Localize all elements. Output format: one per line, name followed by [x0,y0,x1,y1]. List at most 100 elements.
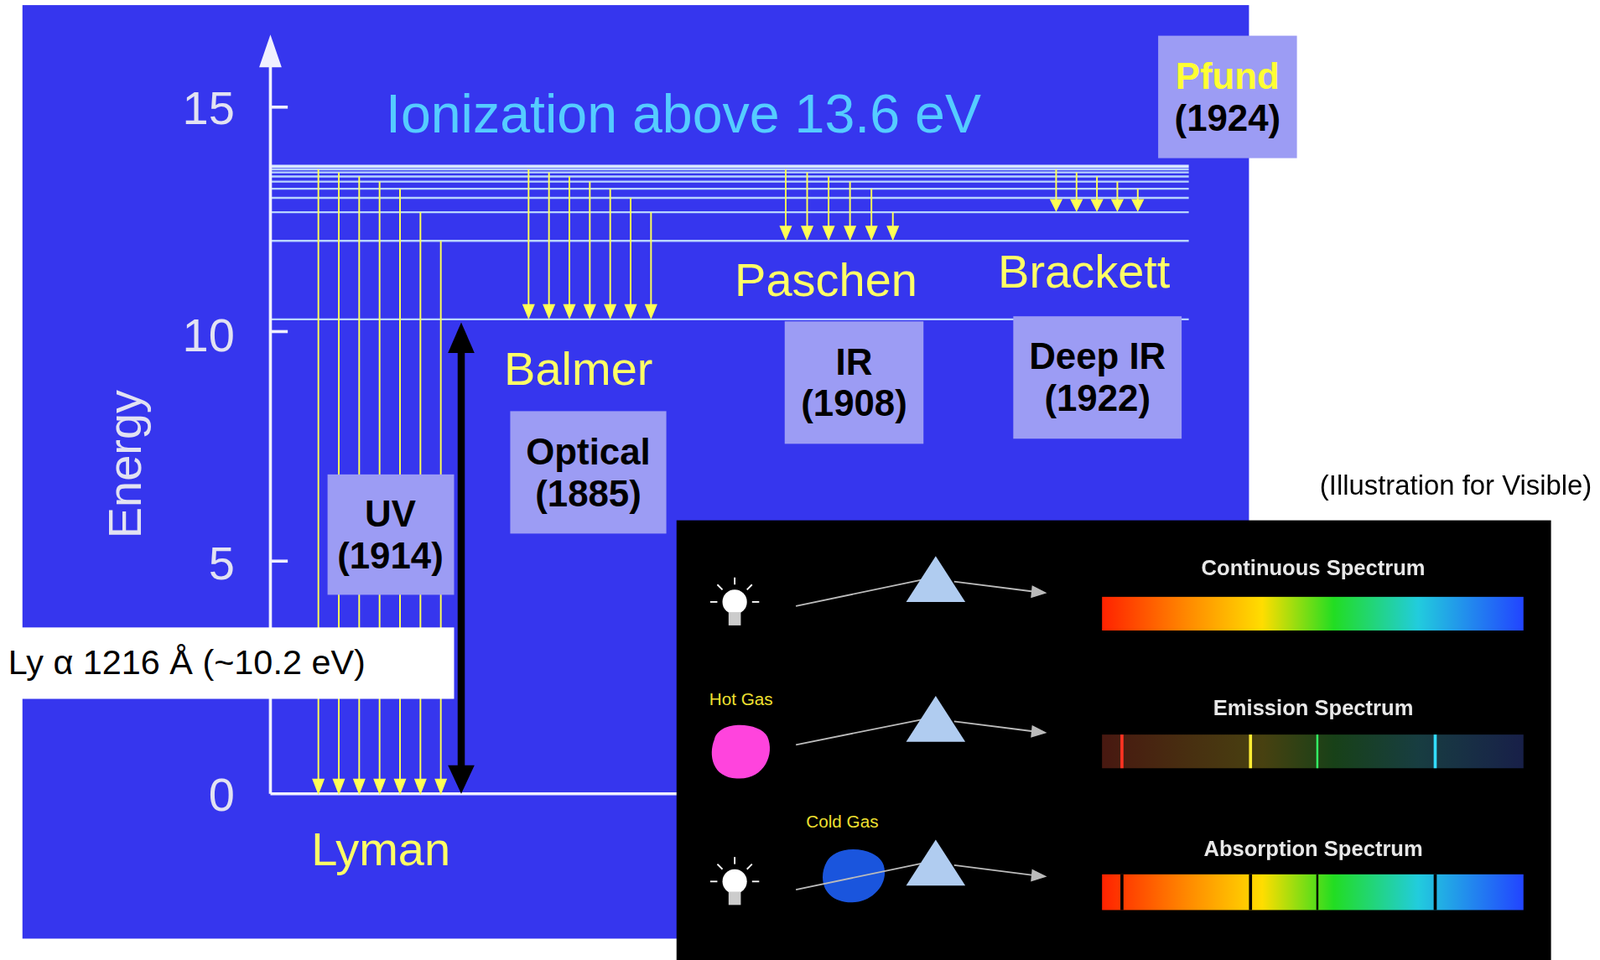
level-line [270,239,1189,242]
series-name: Brackett [997,246,1170,297]
energy-levels [270,166,1189,320]
arrowhead [447,322,475,354]
light-ray [954,721,1035,732]
box-text: (1924) [1174,97,1282,140]
arrowhead [353,779,364,794]
box-text: Ly α 1216 Å (~10.2 eV) [8,643,366,684]
level-line [270,197,1189,199]
arrowhead [823,226,834,239]
axis-number: 10 [182,310,235,360]
hot-gas-blob [711,725,770,780]
gas-label: Cold Gas [805,813,878,832]
level-line [270,180,1189,182]
arrowhead [605,305,616,318]
ray [716,584,723,590]
axis-number: 15 [182,83,235,134]
era-box: Optical(1885) [509,410,666,534]
arrowhead [1071,200,1082,211]
bulb-rays [710,857,759,882]
absorption-line [1433,874,1438,911]
arrowhead [780,226,791,239]
light-ray [954,865,1035,876]
cold-gas-blob [822,849,885,903]
arrowhead [333,779,344,794]
emission-line [1433,734,1438,769]
box-text: Deep IR [1028,335,1166,378]
transition-line [527,169,530,306]
arrowhead [645,305,656,318]
transition-line [609,188,612,306]
transition-line [849,181,852,229]
prism [906,839,967,886]
arrowhead [1031,587,1045,598]
transition-line [629,197,632,306]
box-text: (1908) [800,382,908,425]
arrowhead [1031,726,1045,737]
arrowhead [447,765,475,795]
arrowhead [415,779,426,794]
axis-number: 0 [208,770,235,821]
era-box: Deep IR(1922) [1012,316,1182,439]
transition-line [1054,169,1057,202]
era-box: UV(1914) [327,474,454,596]
arrowhead [888,226,899,239]
ray [747,584,753,590]
emission-spectrum-tint [1101,734,1524,769]
arrowhead [544,305,555,318]
light-rays [795,579,1045,890]
series-name: Paschen [734,254,918,305]
arrowhead [845,226,856,239]
bulb-base [728,612,742,626]
arrowhead [625,305,636,318]
era-box: IR(1908) [784,321,924,444]
level-line [270,211,1189,213]
balmer-arrows [523,169,656,317]
arrowhead [1111,200,1123,211]
axis-number: 5 [208,538,235,588]
bulb-rays [710,577,759,603]
ray [747,864,753,870]
bulb-icon [710,577,759,626]
bulb-base [728,892,742,906]
box-text: (1922) [1044,377,1151,420]
level-line [270,171,1189,173]
gas-label: Hot Gas [709,690,774,710]
absorption-spectrum-bar [1101,874,1524,911]
arrowhead [1091,200,1102,211]
arrowhead [374,779,385,794]
emission-line [1120,734,1124,769]
spectrum-title: Emission Spectrum [1213,696,1414,720]
transition-line [806,172,809,229]
ionization-label: Ionization above 13.6 eV [385,85,982,143]
ray [710,601,718,603]
emission-line [1248,734,1252,769]
prism [906,696,967,743]
transition-line [649,212,652,306]
axis-tick [270,105,288,110]
bulb-icon [710,857,759,905]
era-box: Pfund(1924) [1158,36,1297,159]
continuous-spectrum-bar [1101,597,1524,631]
transition-line [548,172,551,306]
transition-line [1116,181,1118,202]
transition-line [827,176,830,229]
box-text: IR [836,340,873,383]
transition-line [588,181,591,306]
transition-line [870,188,873,228]
axis-title: Energy [99,389,150,539]
callout-box: Ly α 1216 Å (~10.2 eV) [0,627,454,699]
transition-line [784,169,787,228]
emission-spectrum-bar [1101,734,1524,769]
box-text: UV [364,492,416,535]
level-line [270,187,1189,190]
axis-tick [270,559,288,563]
arrowhead [1132,200,1143,211]
paschen-arrows [780,169,899,239]
light-ray [795,579,924,607]
ray [752,880,760,883]
inset-panel [676,520,1552,960]
emission-line [1316,734,1319,769]
arrowhead [1050,200,1061,211]
spectrum-title: Absorption Spectrum [1203,837,1423,861]
